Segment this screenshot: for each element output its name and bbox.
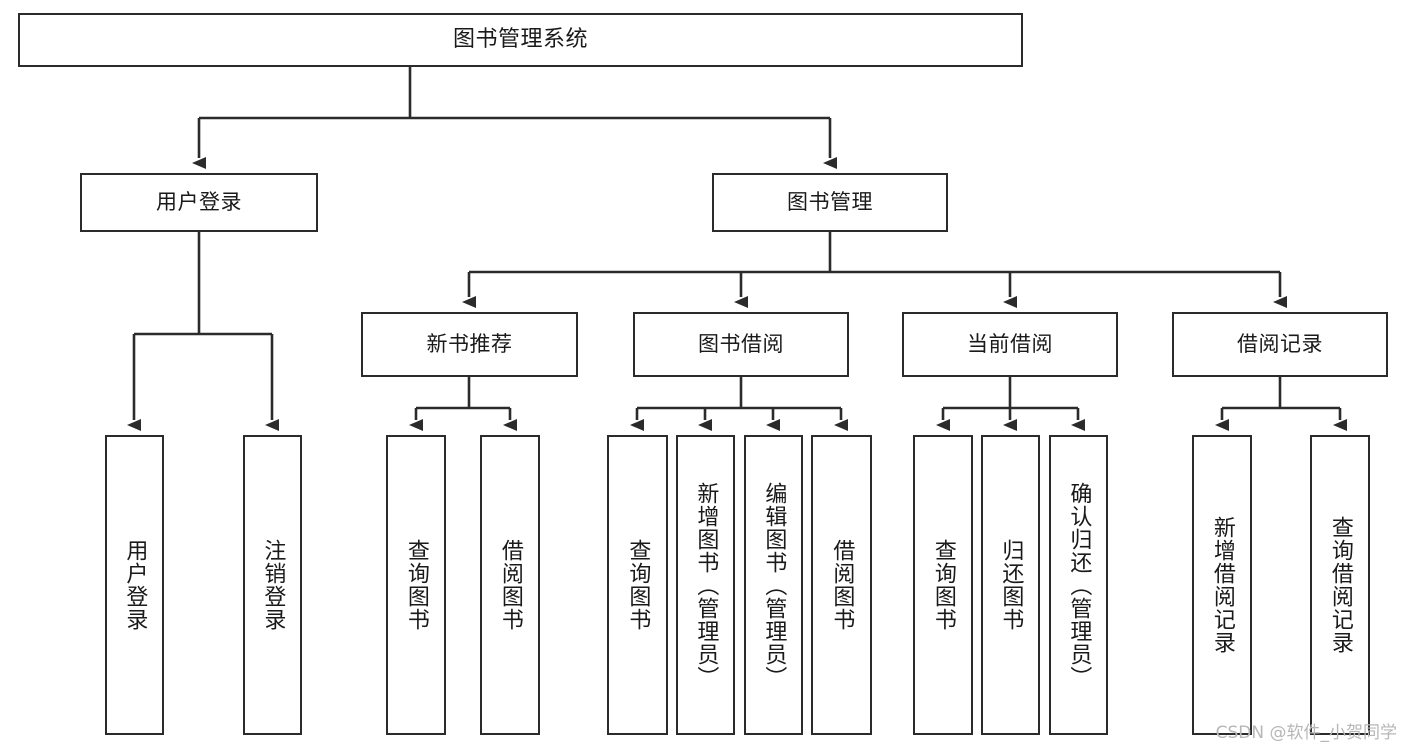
node-new-book-recommend[interactable]: 新书推荐 [361,312,578,377]
node-label: 用户登录 [122,539,148,631]
node-label: 借阅图书 [829,539,855,631]
node-current-borrow[interactable]: 当前借阅 [902,312,1118,377]
node-label: 归还图书 [998,539,1024,631]
node-label: 查询图书 [930,539,956,631]
node-leaf-query-book-borrow[interactable]: 查询图书 [607,435,668,735]
node-leaf-query-book-current[interactable]: 查询图书 [913,435,973,735]
node-label: 用户登录 [156,190,242,215]
node-label: 查询图书 [625,539,651,631]
node-book-management[interactable]: 图书管理 [712,173,948,232]
node-leaf-add-book-admin[interactable]: 新增图书（管理员） [676,435,735,735]
node-leaf-edit-book-admin[interactable]: 编辑图书（管理员） [744,435,803,735]
watermark: CSDN @软件_小贺同学 [1215,723,1397,743]
node-label: 图书管理 [787,190,873,215]
node-leaf-user-login[interactable]: 用户登录 [105,435,164,735]
node-leaf-borrow-book-recommend[interactable]: 借阅图书 [480,435,540,735]
node-leaf-return-book[interactable]: 归还图书 [981,435,1040,735]
node-leaf-query-borrow-record[interactable]: 查询借阅记录 [1310,435,1370,735]
node-book-borrow[interactable]: 图书借阅 [633,312,849,377]
node-label: 借阅图书 [497,539,523,631]
node-label: 注销登录 [260,539,286,631]
node-label: 新增图书（管理员） [693,481,719,689]
node-label: 确认归还（管理员） [1066,481,1092,689]
node-root-system[interactable]: 图书管理系统 [18,13,1023,67]
node-label: 新增借阅记录 [1209,516,1235,654]
node-leaf-logout[interactable]: 注销登录 [243,435,302,735]
node-label: 查询图书 [403,539,429,631]
node-label: 借阅记录 [1237,332,1323,357]
node-leaf-query-book-recommend[interactable]: 查询图书 [386,435,446,735]
node-leaf-add-borrow-record[interactable]: 新增借阅记录 [1192,435,1252,735]
node-label: 查询借阅记录 [1327,516,1353,654]
node-label: 编辑图书（管理员） [761,481,787,689]
node-borrow-record[interactable]: 借阅记录 [1172,312,1388,377]
node-user-login[interactable]: 用户登录 [80,173,318,232]
node-leaf-borrow-book[interactable]: 借阅图书 [811,435,872,735]
node-label: 新书推荐 [426,332,513,357]
node-label: 图书管理系统 [452,27,588,53]
node-label: 图书借阅 [698,332,784,357]
node-leaf-confirm-return-admin[interactable]: 确认归还（管理员） [1049,435,1108,735]
node-label: 当前借阅 [967,332,1053,357]
